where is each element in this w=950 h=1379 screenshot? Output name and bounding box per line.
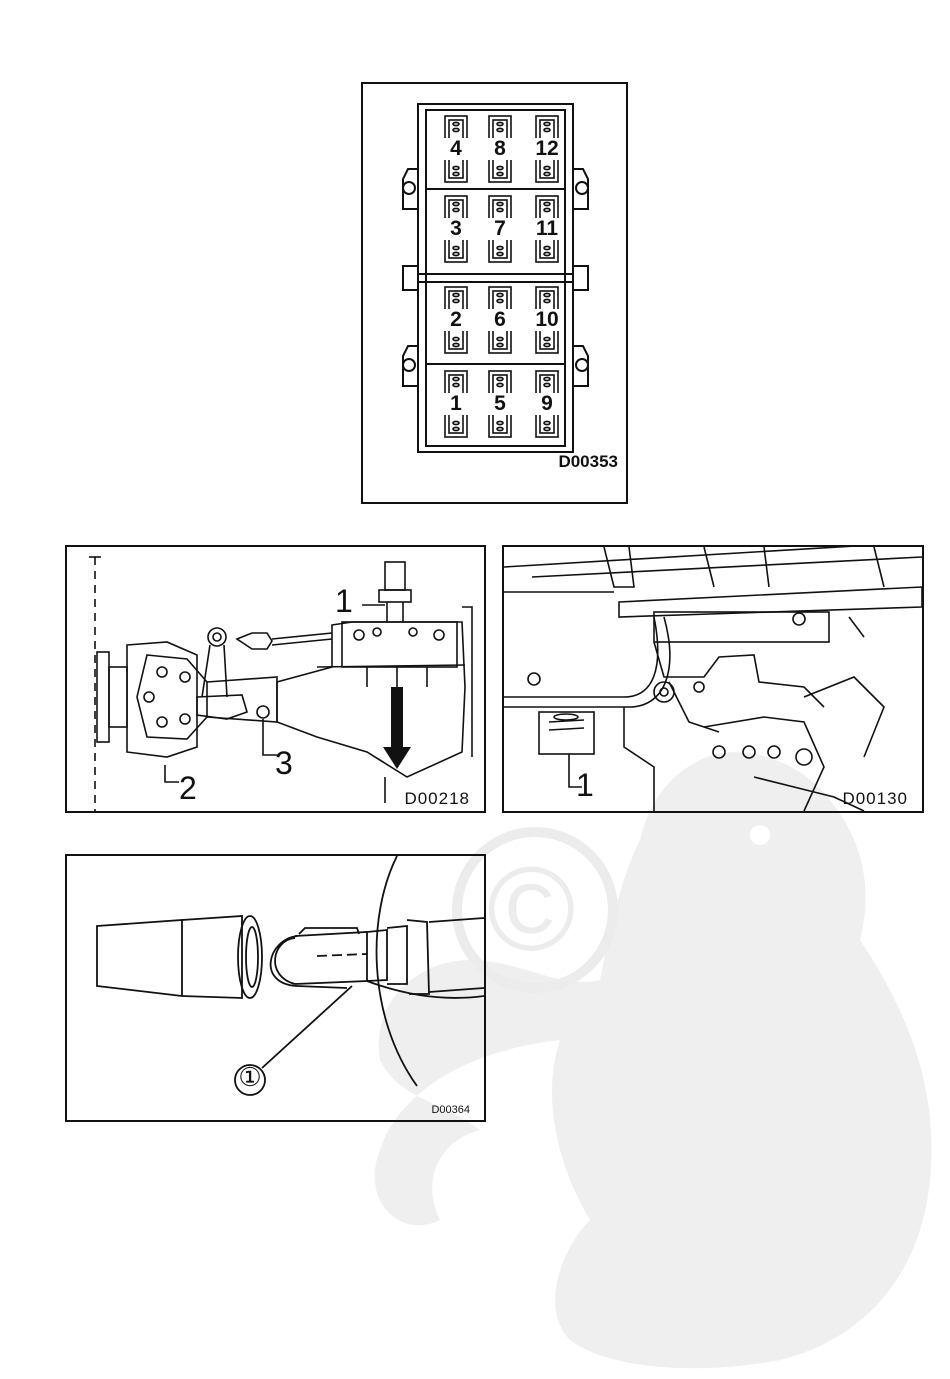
fuse-contact [453,343,459,346]
callout-2: 2 [179,772,197,804]
connector-figure: ① D00364 [65,854,486,1122]
fuse-contact [453,246,459,249]
fuse-contact [544,202,550,205]
fuse-contact [453,337,459,340]
fuse-contact [453,202,459,205]
fuse-contact [544,343,550,346]
fuse-contact [497,202,503,205]
fuse-contact [497,337,503,340]
fuse-contact [497,122,503,125]
fuse-contact [497,166,503,169]
fuse-contact [497,128,503,131]
fuse-contact [453,293,459,296]
fuse-contact [497,293,503,296]
fuse-contact [497,208,503,211]
fuse-contact [544,427,550,430]
fuse-contact [453,252,459,255]
fuse-contact [497,421,503,424]
fuse-contact [453,421,459,424]
fuse-label: 1 [441,393,471,415]
callout-1: 1 [335,585,353,617]
fuse-contact [453,128,459,131]
fuse-contact [497,383,503,386]
fuse-contact [497,299,503,302]
fuse-label: 9 [532,393,562,415]
fuse-label: 2 [441,309,471,331]
callout-1: ① [235,1064,265,1090]
fuse-contact [497,377,503,380]
fuse-contact [453,427,459,430]
fuse-contact [497,172,503,175]
fuse-contact [497,252,503,255]
fuse-contact [544,172,550,175]
fuse-contact [544,293,550,296]
callout-1: 1 [576,769,594,801]
plate-location-figure: 1 D00130 [502,545,924,813]
fuse-contact [544,246,550,249]
connector-drawing [67,856,484,1120]
fuse-contact [544,337,550,340]
fuse-label: 5 [485,393,515,415]
fuse-contact [497,343,503,346]
figure-code: D00364 [431,1104,470,1116]
fuse-contact [497,246,503,249]
fuse-contact [544,421,550,424]
fuse-contact [453,377,459,380]
fuse-contact [497,427,503,430]
fuse-contact [544,383,550,386]
fuse-contact [544,128,550,131]
gearbox-figure: 1 2 3 D00218 [65,545,486,813]
callout-3: 3 [275,747,293,779]
fuse-label: 10 [532,309,562,331]
watermark-symbol: © [487,842,575,976]
fuse-contact [544,208,550,211]
fuse-contact [544,166,550,169]
fuse-contact [544,122,550,125]
fuse-label: 6 [485,309,515,331]
fuse-contact [453,383,459,386]
figure-code: D00353 [558,452,618,472]
fuse-contact [453,208,459,211]
plate-location-drawing [504,547,922,811]
fuse-contact [544,299,550,302]
fuse-label: 8 [485,138,515,160]
fuse-contact [453,172,459,175]
fuse-contact [453,299,459,302]
fuse-label: 11 [532,218,562,240]
fuse-label: 3 [441,218,471,240]
figure-code: D00218 [404,789,470,809]
fuse-label: 12 [532,138,562,160]
figure-code: D00130 [842,789,908,809]
fuse-label: 7 [485,218,515,240]
fuse-contact [453,166,459,169]
fuse-contact [544,252,550,255]
fuse-contact [453,122,459,125]
fuse-label: 4 [441,138,471,160]
fuse-contact [544,377,550,380]
